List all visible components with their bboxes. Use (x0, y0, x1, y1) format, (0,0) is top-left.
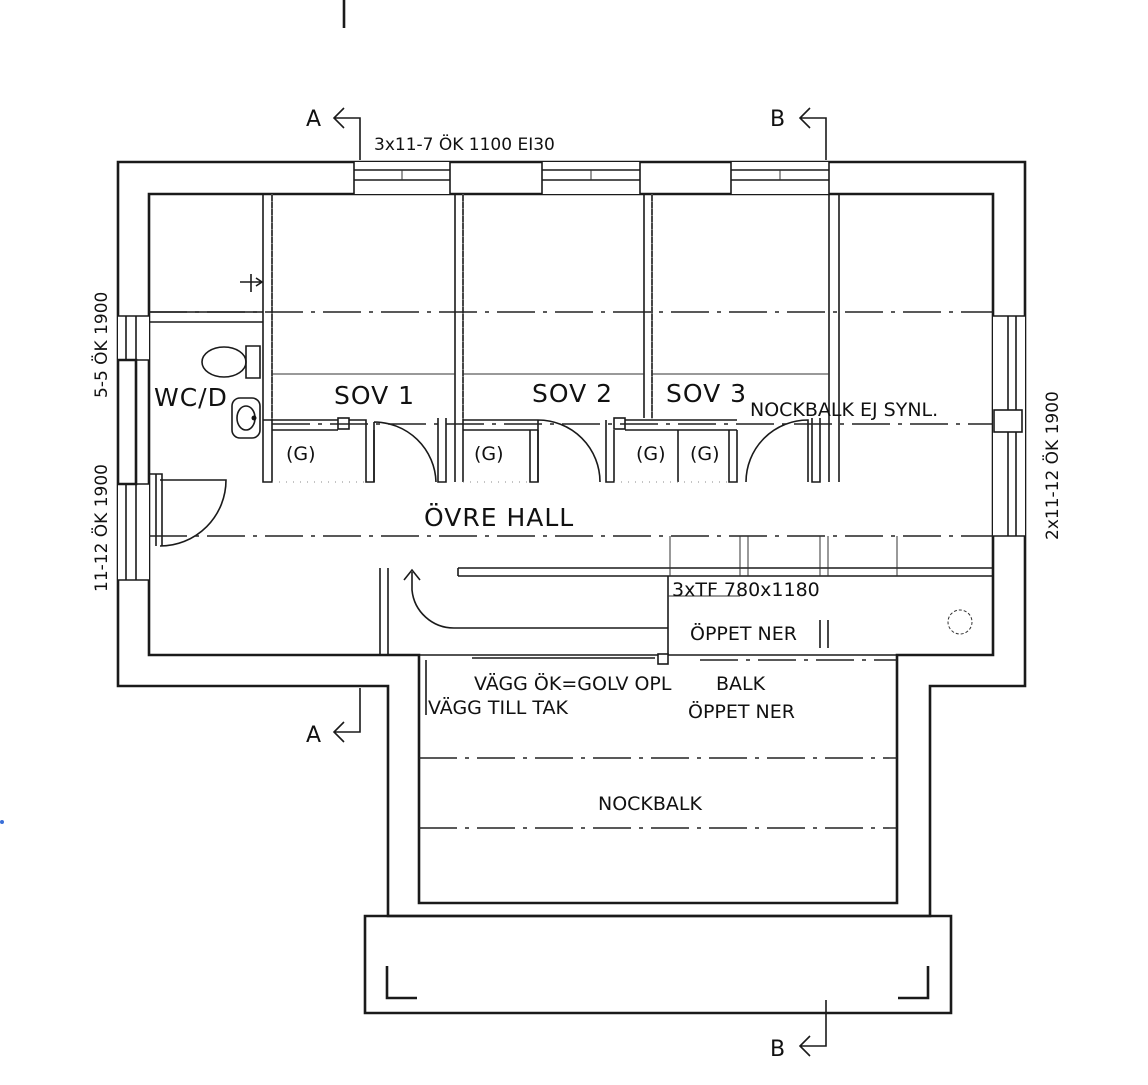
section-marker-b-bottom: B (770, 1000, 827, 1062)
section-label-b-top: B (770, 107, 785, 132)
roof-windows-note: 3xTF 780x1180 (672, 579, 820, 601)
right-window-note: 2x11-12 ÖK 1900 (1041, 391, 1063, 540)
section-label-b-bottom: B (770, 1037, 785, 1062)
room-label-hall: ÖVRE HALL (424, 503, 574, 532)
closet-label-4: (G) (690, 443, 720, 465)
outer-walls (116, 160, 1027, 1015)
left-window-lower-note: 11-12 ÖK 1900 (90, 464, 112, 592)
left-window-upper-note: 5-5 ÖK 1900 (90, 292, 112, 398)
left-window-frames (118, 315, 149, 581)
stair-opening (379, 567, 993, 715)
projection-lines (149, 194, 993, 829)
top-window-note: 3x11-7 ÖK 1100 EI30 (374, 133, 555, 155)
closet-label-3: (G) (636, 443, 666, 465)
room-label-sov3: SOV 3 (666, 379, 747, 408)
room-label-wc: WC/D (154, 383, 228, 412)
wc-fixtures (201, 274, 264, 439)
closet-label-2: (G) (474, 443, 504, 465)
room-label-sov1: SOV 1 (334, 381, 415, 410)
section-marker-b-top: B (770, 107, 827, 160)
ridge-not-visible-note: NOCKBALK EJ SYNL. (750, 399, 938, 421)
section-label-a-top: A (306, 107, 321, 132)
wall-ceiling-note: VÄGG TILL TAK (428, 696, 568, 719)
room-label-sov2: SOV 2 (532, 379, 613, 408)
right-window-frames (993, 315, 1025, 537)
margin-dot (0, 820, 4, 824)
section-label-a-bottom: A (306, 723, 321, 748)
wall-floor-note: VÄGG ÖK=GOLV OPL (474, 672, 672, 695)
round-column (947, 609, 973, 635)
open-down-note-1: ÖPPET NER (690, 622, 797, 645)
interior-partitions (149, 194, 840, 546)
section-marker-a-bottom: A (306, 688, 361, 748)
balcony-corner-marks (385, 966, 930, 1000)
top-window-frames (353, 162, 830, 194)
closet-label-1: (G) (286, 443, 316, 465)
section-marker-a-top: A (306, 107, 361, 160)
ridge-beam-note: NOCKBALK (598, 793, 703, 815)
door-swings (159, 419, 809, 547)
open-down-note-2: ÖPPET NER (688, 700, 795, 723)
beam-note: BALK (716, 673, 766, 695)
